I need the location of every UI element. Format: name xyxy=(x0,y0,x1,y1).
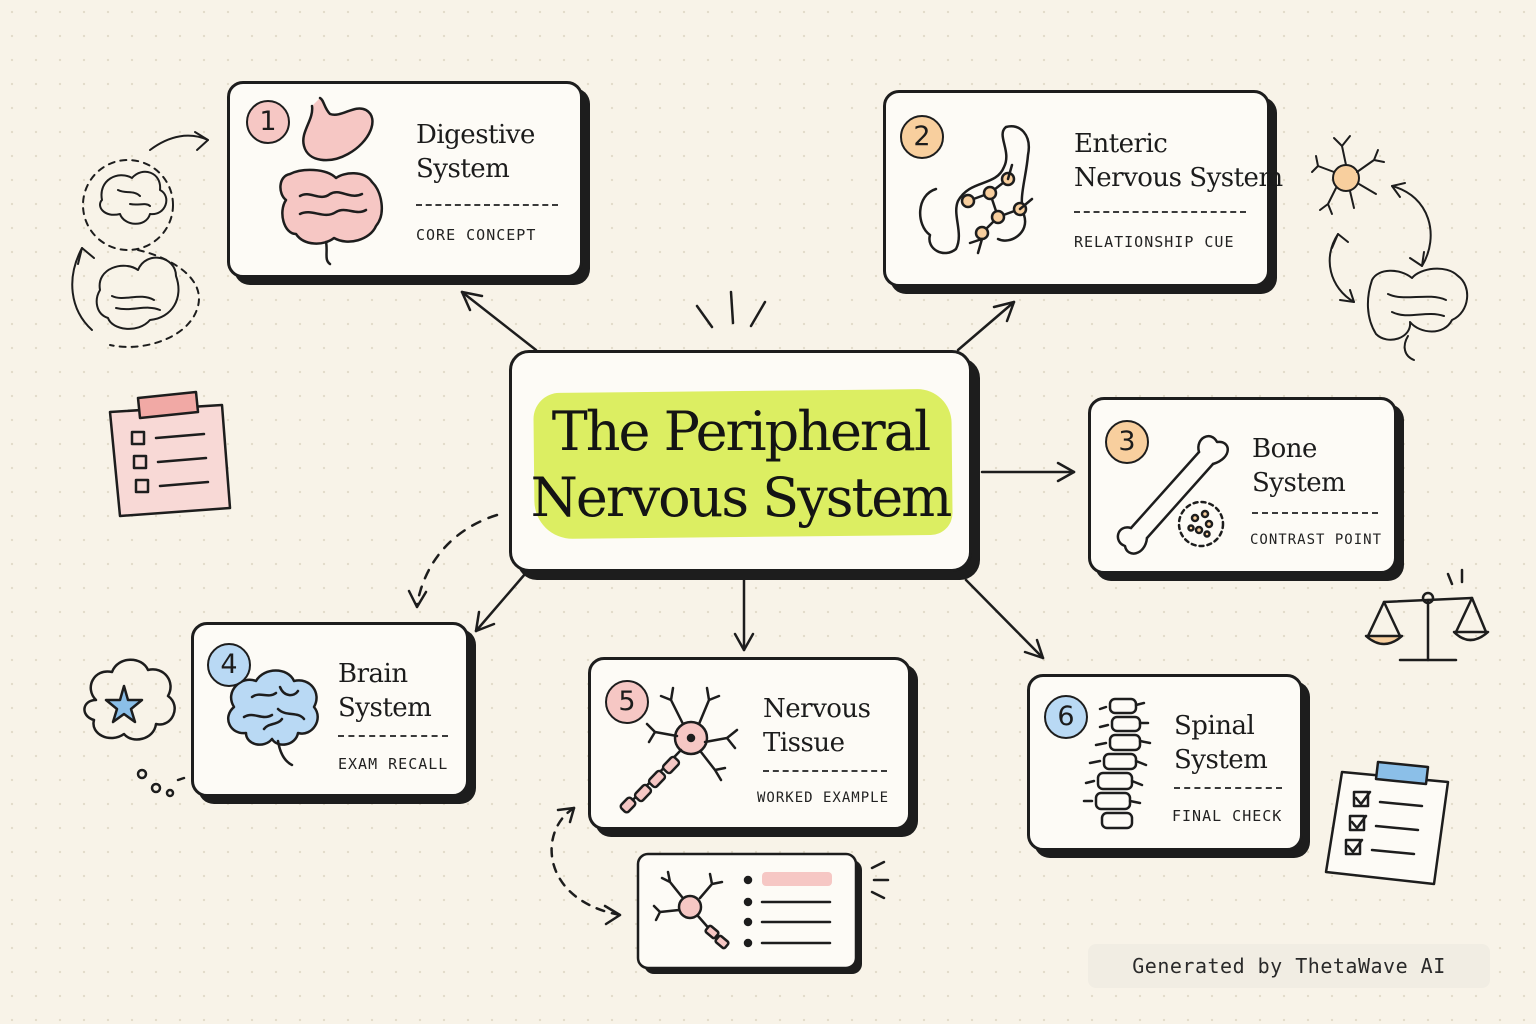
sparkle-lines-top xyxy=(695,290,767,329)
arrow-to-card-1 xyxy=(460,290,538,352)
card-2-title-line1: Enteric xyxy=(1074,129,1168,159)
card-5-title-line2: Tissue xyxy=(763,728,845,758)
card-3-divider xyxy=(1252,512,1378,514)
card-1-title: Digestive System xyxy=(416,118,535,186)
central-title-line1: The Peripheral xyxy=(551,400,931,463)
card-5-badge: 5 xyxy=(605,680,649,724)
card-spinal-system[interactable]: 6 Spinal System FINAL CHECK xyxy=(1027,674,1303,851)
card-1-badge: 1 xyxy=(246,100,290,144)
brain-icon xyxy=(227,669,319,767)
bone-icon xyxy=(1116,434,1229,555)
central-topic-node[interactable]: The Peripheral Nervous System xyxy=(509,350,972,572)
card-enteric-nervous-system[interactable]: 2 Enteric Nervous System RELATIONSHIP CU… xyxy=(883,90,1283,287)
card-3-title: Bone System xyxy=(1252,432,1346,500)
digestive-organs-icon xyxy=(279,96,384,266)
card-2-title: Enteric Nervous System xyxy=(1074,127,1283,195)
card-4-title-line1: Brain xyxy=(338,659,408,689)
brain-gut-cycle-icon xyxy=(71,131,209,348)
card-3-title-line1: Bone xyxy=(1252,434,1317,464)
card-2-badge: 2 xyxy=(900,115,944,159)
central-title: The Peripheral Nervous System xyxy=(512,399,969,531)
card-1-divider xyxy=(416,204,558,206)
spine-icon xyxy=(1082,697,1152,830)
sticky-note-checklist-icon xyxy=(108,390,232,518)
card-2-title-line2: Nervous System xyxy=(1074,163,1283,193)
card-brain-system[interactable]: 4 Brain System EXAM RECALL xyxy=(191,622,469,797)
balance-scale-icon xyxy=(1364,568,1490,662)
card-4-tag: EXAM RECALL xyxy=(338,755,449,773)
central-title-line2: Nervous System xyxy=(530,466,953,529)
thought-cloud-star-icon xyxy=(83,658,186,798)
card-3-title-line2: System xyxy=(1252,468,1346,498)
card-4-title-line2: System xyxy=(338,693,432,723)
card-5-title-line1: Nervous xyxy=(763,694,871,724)
card-nervous-tissue[interactable]: 5 Nervous Tissue WORKED EXAMPLE xyxy=(588,657,911,830)
clipboard-checklist-icon xyxy=(1324,760,1450,886)
card-digestive-system[interactable]: 1 Digestive System CORE CONCEPT xyxy=(227,81,583,278)
arrow-to-card-5 xyxy=(733,578,755,652)
neuron-icon xyxy=(619,686,739,814)
dashed-arrow-to-card-4 xyxy=(407,513,499,609)
card-6-divider xyxy=(1174,787,1282,789)
card-4-divider xyxy=(338,735,448,737)
card-6-title-line1: Spinal xyxy=(1174,711,1255,741)
neuron-notes-card-icon xyxy=(636,852,890,974)
dashed-arrow-to-notes-card xyxy=(550,806,622,926)
arrow-to-card-4 xyxy=(474,572,527,633)
card-3-tag: CONTRAST POINT xyxy=(1250,532,1383,548)
arrow-to-card-6 xyxy=(964,578,1045,660)
card-2-tag: RELATIONSHIP CUE xyxy=(1074,233,1235,251)
card-6-badge: 6 xyxy=(1044,695,1088,739)
enteric-neurons-icon xyxy=(918,124,1034,255)
card-5-title: Nervous Tissue xyxy=(763,692,871,760)
card-4-badge: 4 xyxy=(207,643,251,687)
arrow-to-card-2 xyxy=(956,300,1016,352)
card-6-tag: FINAL CHECK xyxy=(1172,807,1283,825)
card-5-divider xyxy=(763,770,887,772)
arrow-to-card-3 xyxy=(980,461,1076,483)
card-2-divider xyxy=(1074,211,1246,213)
card-6-title: Spinal System xyxy=(1174,709,1268,777)
card-bone-system[interactable]: 3 Bone System CONTRAST POINT xyxy=(1088,397,1397,574)
card-5-tag: WORKED EXAMPLE xyxy=(757,790,890,806)
card-1-title-line2: System xyxy=(416,154,510,184)
card-1-title-line1: Digestive xyxy=(416,120,535,150)
neuron-gut-cycle-icon xyxy=(1311,135,1468,361)
card-4-title: Brain System xyxy=(338,657,432,725)
generated-by-footer: Generated by ThetaWave AI xyxy=(1088,944,1490,988)
card-3-badge: 3 xyxy=(1105,420,1149,464)
card-6-title-line2: System xyxy=(1174,745,1268,775)
card-1-tag: CORE CONCEPT xyxy=(416,226,537,244)
